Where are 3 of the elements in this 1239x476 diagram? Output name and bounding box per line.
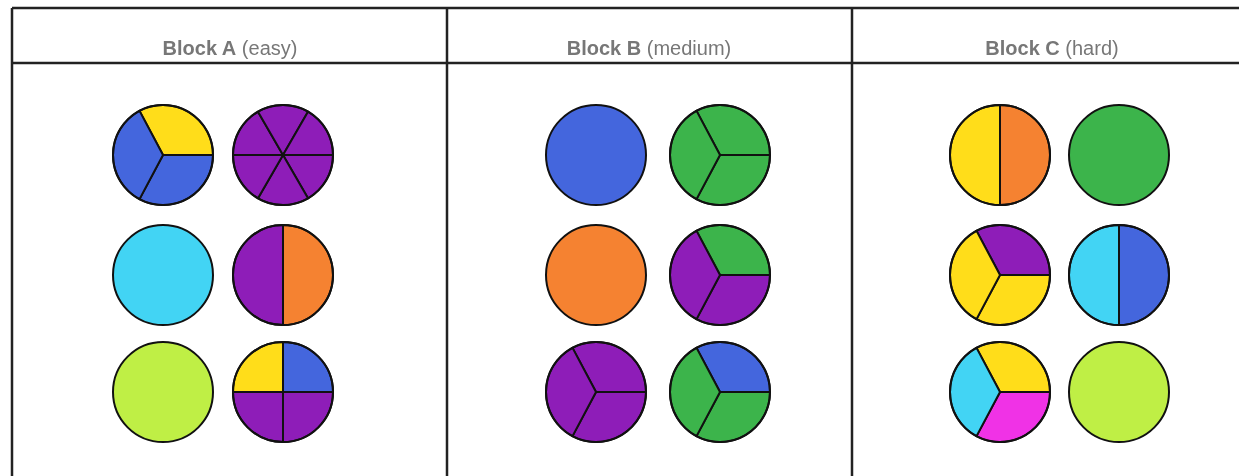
column-header: Block C (hard) (985, 36, 1119, 60)
column-header: Block A (easy) (162, 36, 298, 60)
column-header: Block B (medium) (566, 36, 732, 60)
